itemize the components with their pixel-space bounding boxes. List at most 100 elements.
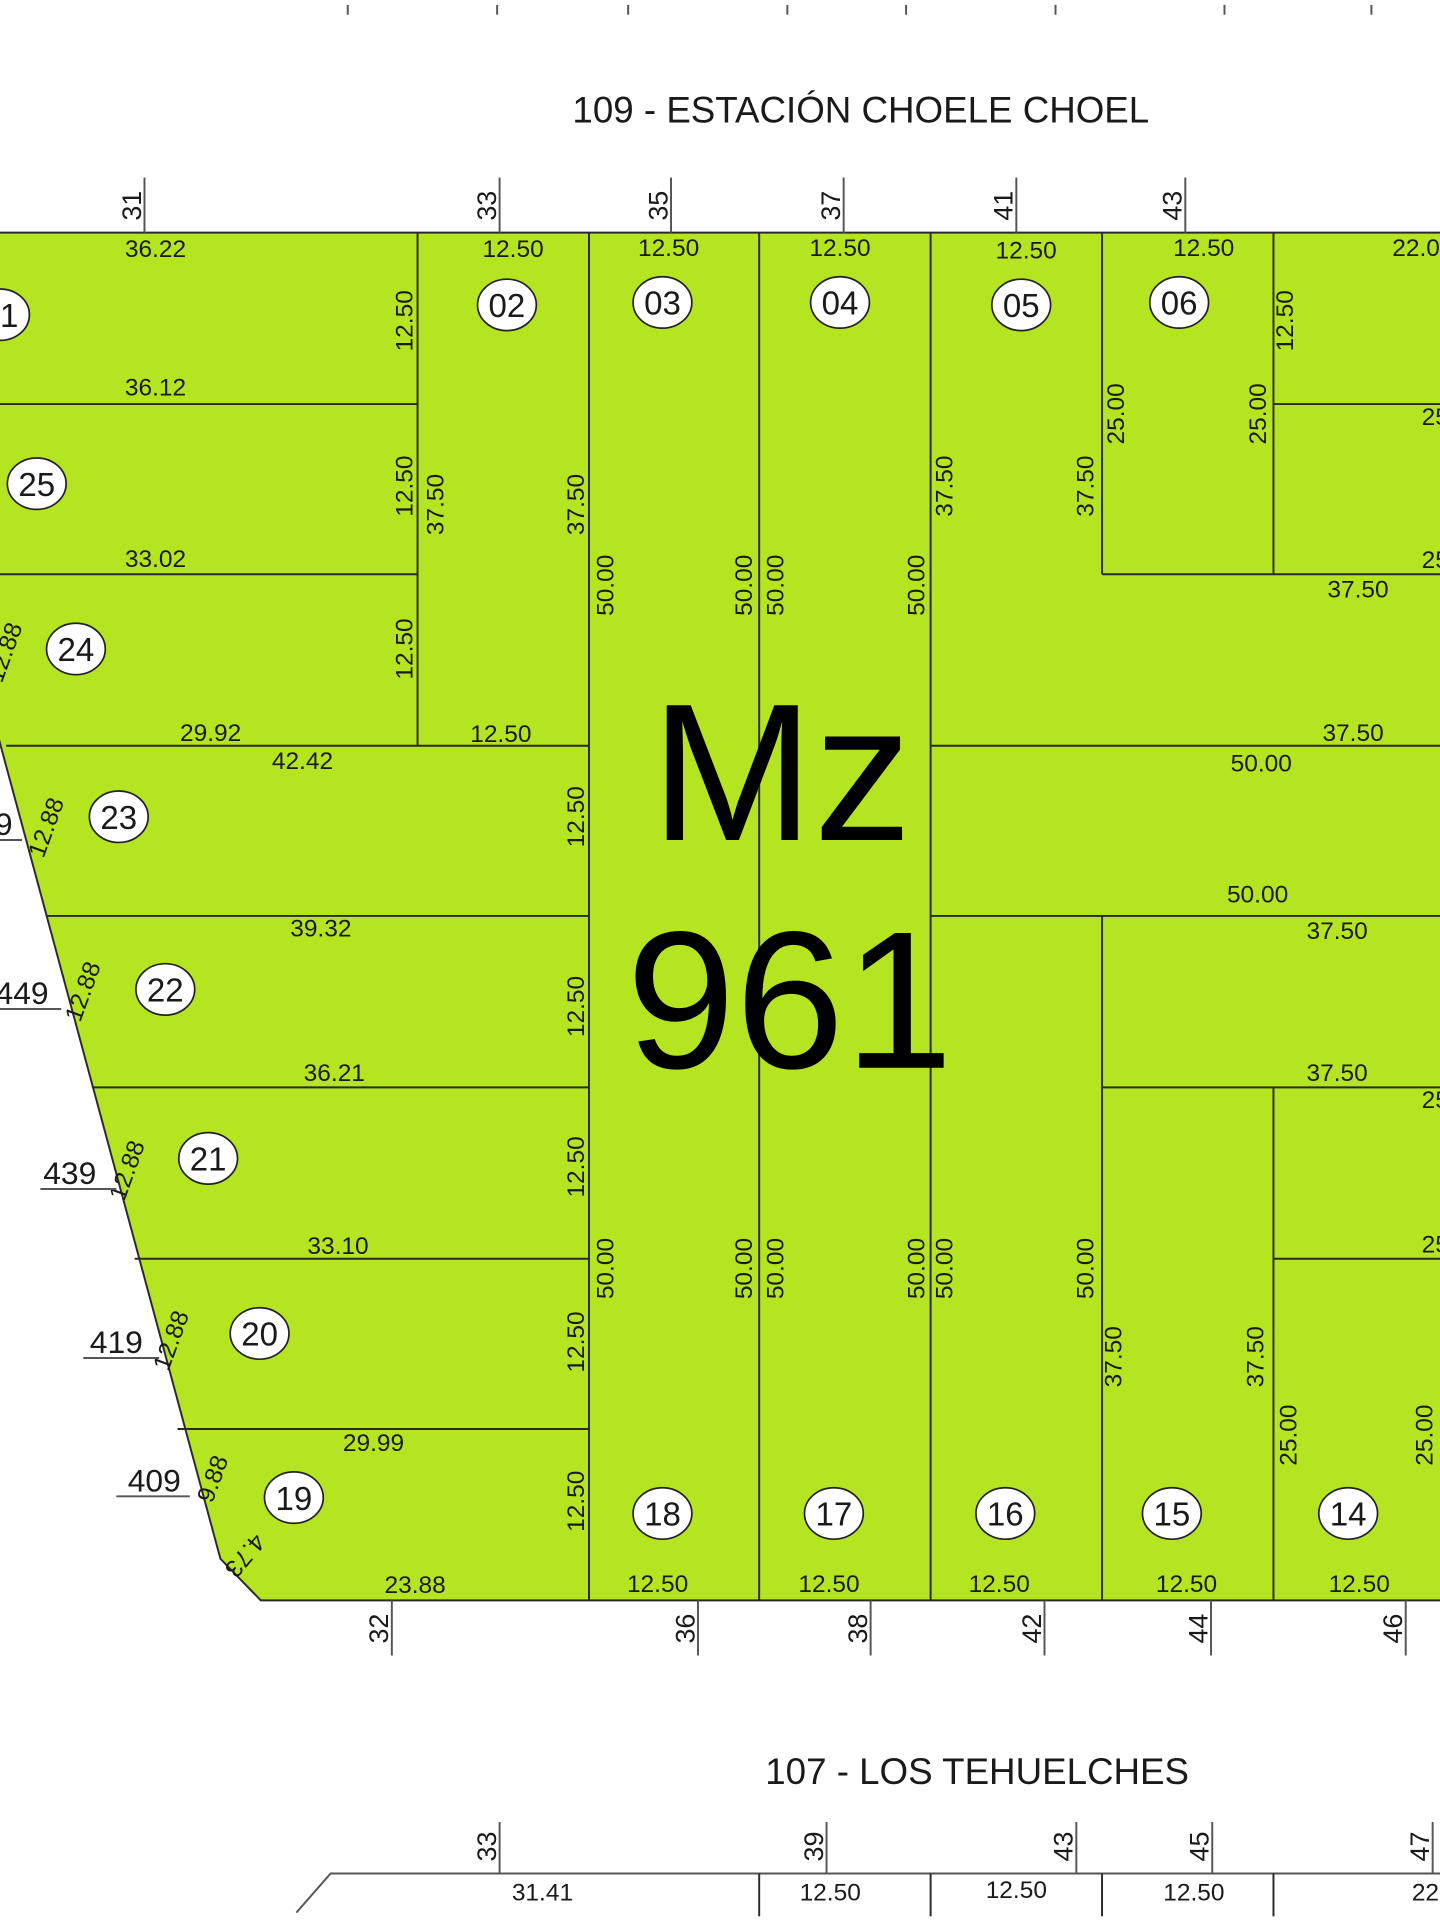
door-number-top: 31 xyxy=(117,191,147,221)
door-number-opposite_block: 33 xyxy=(472,1832,502,1862)
lot-number: 16 xyxy=(987,1497,1024,1534)
dimension-label: 37.50 xyxy=(1101,1326,1128,1387)
dimension-label: 12.50 xyxy=(392,290,419,351)
lot-number: 14 xyxy=(1330,1497,1367,1534)
dimension-label: 33.02 xyxy=(125,546,186,573)
dimension-label: 39.32 xyxy=(290,916,351,943)
lot-badge[interactable]: 14 xyxy=(1317,1486,1379,1541)
lot-badge-circle xyxy=(1141,1486,1203,1541)
door-number-bottom: 46 xyxy=(1378,1614,1408,1644)
dimension-label: 37.50 xyxy=(1072,456,1099,517)
dimension-label: 12.50 xyxy=(563,1136,590,1197)
dimension-label: 37.50 xyxy=(563,474,590,535)
lot-number: 17 xyxy=(815,1497,852,1534)
lot-badge-circle xyxy=(6,457,67,511)
dimension-label: 50.00 xyxy=(903,1238,930,1299)
dimension-label: 50.00 xyxy=(731,1238,758,1299)
dimension-label: 50.00 xyxy=(763,555,790,616)
dimension-label: 50.00 xyxy=(932,1238,959,1299)
lot-badge[interactable]: 04 xyxy=(809,275,871,330)
dimension-label: 22.00 xyxy=(1392,235,1440,262)
lot-number: 24 xyxy=(58,632,95,669)
lot-badge[interactable]: 18 xyxy=(632,1486,693,1541)
lot-badge[interactable]: 24 xyxy=(45,622,107,676)
dimension-label: 37.50 xyxy=(1307,918,1368,945)
lot-badge[interactable]: 19 xyxy=(263,1470,325,1525)
door-number-bottom: 36 xyxy=(670,1614,700,1644)
dimension-label: 50.00 xyxy=(1227,881,1288,908)
dimension-label: 42.42 xyxy=(272,748,333,775)
dimension-label: 23.88 xyxy=(384,1572,445,1599)
dimension-label: 12.50 xyxy=(809,235,870,262)
dimension-label: 36.21 xyxy=(304,1060,365,1087)
door-number-top: 35 xyxy=(643,191,673,221)
lot-badge[interactable]: 15 xyxy=(1141,1486,1203,1541)
lot-badge[interactable]: 20 xyxy=(229,1306,290,1361)
door-number-bottom: 32 xyxy=(364,1614,394,1644)
dimension-label: 25.00 xyxy=(1422,1087,1440,1114)
lot-number: 22 xyxy=(147,973,184,1010)
lot-badge[interactable]: 05 xyxy=(990,278,1052,332)
dimension-label: 50.00 xyxy=(1072,1238,1099,1299)
lot-badge-circle xyxy=(476,278,538,332)
dimension-label: 25.00 xyxy=(1245,383,1272,444)
lot-number: 02 xyxy=(489,288,526,325)
lot-badge-circle xyxy=(135,962,196,1016)
door-number-bottom: 44 xyxy=(1183,1614,1213,1644)
lot-numbers: 01 02 03 04 05 06 25 24 23 22 21 20 19 18 17 16 15 14 xyxy=(0,275,1379,1541)
lot-number: 19 xyxy=(275,1481,312,1518)
door-number-top: 41 xyxy=(989,191,1019,221)
dimension-label: 12.50 xyxy=(1329,1571,1390,1598)
dimension-label: 12.50 xyxy=(627,1571,688,1598)
dimension-label: 37.50 xyxy=(422,474,449,535)
door-number-opposite_block: 39 xyxy=(799,1832,829,1862)
dimension-label: 37.50 xyxy=(1327,577,1388,604)
opposite-block-edge xyxy=(295,1872,1440,1917)
dimension-label: 12.50 xyxy=(1173,235,1234,262)
door-number-top: 43 xyxy=(1158,191,1188,221)
side-number: 409 xyxy=(128,1462,181,1498)
dimension-label: 12.50 xyxy=(392,618,419,679)
lot-number: 23 xyxy=(100,800,137,837)
lot-badge[interactable]: 21 xyxy=(177,1131,239,1185)
door-number-opposite_block: 45 xyxy=(1185,1832,1215,1862)
lot-badge[interactable]: 23 xyxy=(88,790,150,844)
dimension-label: 12.50 xyxy=(563,786,590,847)
lot-badge[interactable]: 16 xyxy=(975,1486,1036,1541)
lot-badge-circle xyxy=(632,1486,693,1541)
dimension-label: 25.00 xyxy=(1422,404,1440,431)
lot-badge-circle xyxy=(632,275,693,330)
top-edge-ticks xyxy=(346,4,1373,15)
dimension-label: 12.50 xyxy=(563,976,590,1037)
dimension-label: 12.50 xyxy=(1156,1571,1217,1598)
dimension-label: 37.50 xyxy=(1307,1060,1368,1087)
lot-badge[interactable]: 02 xyxy=(476,278,538,332)
dimension-label: 12.50 xyxy=(392,456,419,517)
lot-number: 01 xyxy=(0,298,18,335)
dimension-label: 37.50 xyxy=(932,456,959,517)
dimension-label: 37.50 xyxy=(1322,720,1383,747)
lot-number: 18 xyxy=(644,1497,681,1534)
dimension-label: 29.99 xyxy=(343,1430,404,1457)
side-number: 419 xyxy=(90,1324,143,1360)
door-number-bottom: 42 xyxy=(1017,1614,1047,1644)
lot-badge-circle xyxy=(1317,1486,1379,1541)
dimension-label: 25.00 xyxy=(1103,383,1130,444)
lot-badge-circle xyxy=(263,1470,325,1525)
dimension-label: 36.22 xyxy=(125,236,186,263)
lot-badge-circle xyxy=(803,1486,865,1541)
dimension-label: 50.00 xyxy=(731,555,758,616)
dimension-label: 12.50 xyxy=(470,721,531,748)
lot-boundaries xyxy=(0,232,1440,1601)
lot-badge-circle xyxy=(177,1131,239,1185)
lot-number: 21 xyxy=(190,1142,227,1179)
lot-badge[interactable]: 25 xyxy=(6,457,67,511)
lot-badge[interactable]: 06 xyxy=(1148,275,1210,330)
lot-badge[interactable]: 22 xyxy=(135,962,196,1016)
lot-badge[interactable]: 03 xyxy=(632,275,693,330)
dimension-label: 33.10 xyxy=(307,1233,368,1260)
dimension-label: 12.50 xyxy=(638,235,699,262)
lot-badge[interactable]: 17 xyxy=(803,1486,865,1541)
lot-badge[interactable]: 01 xyxy=(0,288,31,342)
